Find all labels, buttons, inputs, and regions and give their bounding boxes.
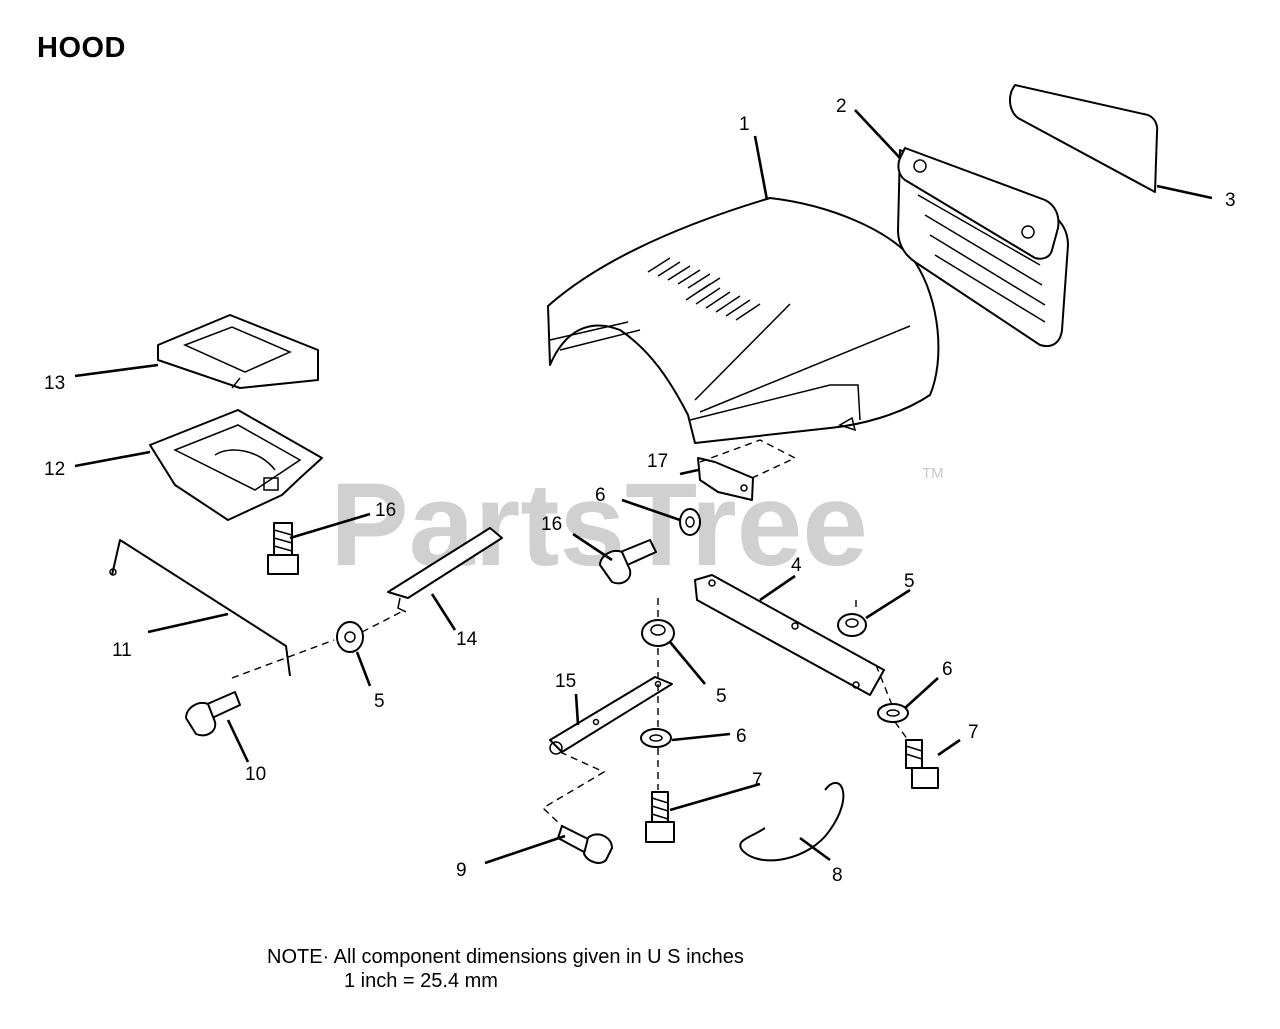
callout-5a: 5 bbox=[374, 691, 385, 712]
callout-6a: 6 bbox=[595, 485, 606, 506]
part-plate-4 bbox=[694, 574, 885, 696]
callout-7b: 7 bbox=[968, 722, 979, 743]
callout-6b: 6 bbox=[736, 726, 747, 747]
diagram-title: HOOD bbox=[37, 32, 126, 64]
note-line-1: NOTE· All component dimensions given in … bbox=[267, 946, 744, 968]
part-tray bbox=[149, 409, 323, 521]
part-nut-b bbox=[641, 619, 675, 647]
part-bolt-7b bbox=[905, 739, 939, 789]
callout-11: 11 bbox=[112, 640, 132, 661]
part-emblem-plate bbox=[1009, 84, 1159, 193]
callout-4: 4 bbox=[791, 555, 802, 576]
callout-7a: 7 bbox=[752, 770, 763, 791]
leader-lines bbox=[74, 109, 1213, 865]
callout-6c: 6 bbox=[942, 659, 953, 680]
callout-14: 14 bbox=[456, 629, 478, 650]
part-bolt-9 bbox=[557, 825, 613, 864]
callout-13: 13 bbox=[44, 373, 65, 394]
callout-9: 9 bbox=[456, 860, 467, 881]
callout-labels: 1 2 3 4 5 5 5 6 6 6 7 7 8 9 10 11 12 13 … bbox=[44, 96, 1236, 886]
assembly-lines bbox=[231, 439, 909, 827]
part-grille bbox=[897, 147, 1069, 348]
part-washer-c bbox=[877, 703, 909, 723]
part-bracket-14 bbox=[387, 527, 503, 613]
hood-vents bbox=[647, 257, 761, 321]
callout-5c: 5 bbox=[904, 571, 915, 592]
part-nut-c bbox=[837, 613, 867, 637]
callout-12: 12 bbox=[44, 459, 65, 480]
callout-8: 8 bbox=[832, 865, 843, 886]
part-washer-b bbox=[640, 728, 672, 748]
part-rod bbox=[111, 539, 291, 677]
note-line-2: 1 inch = 25.4 mm bbox=[344, 970, 498, 992]
callout-1: 1 bbox=[739, 114, 750, 135]
callout-2: 2 bbox=[836, 96, 847, 117]
trademark-mark: TM bbox=[922, 465, 944, 482]
part-bolt-10 bbox=[185, 691, 241, 737]
callout-15: 15 bbox=[555, 671, 576, 692]
part-spring-pin bbox=[739, 782, 845, 862]
part-seal bbox=[157, 314, 319, 389]
callout-5b: 5 bbox=[716, 686, 727, 707]
part-nut-a bbox=[336, 621, 364, 653]
callout-10: 10 bbox=[245, 764, 266, 785]
part-clip-17 bbox=[697, 457, 754, 501]
part-bolt-7a bbox=[645, 791, 675, 843]
part-bolt-16b bbox=[599, 539, 657, 585]
part-hood bbox=[547, 197, 940, 444]
part-washer-a bbox=[679, 508, 701, 536]
callout-16b: 16 bbox=[541, 514, 562, 535]
dimensions-note: NOTE· All component dimensions given in … bbox=[267, 945, 744, 993]
part-bolt-16a bbox=[267, 522, 299, 575]
callout-3: 3 bbox=[1225, 190, 1236, 211]
callout-17: 17 bbox=[647, 451, 668, 472]
watermark-text: PartsTree bbox=[330, 459, 868, 591]
callout-16a: 16 bbox=[375, 500, 396, 521]
part-strap-15 bbox=[549, 676, 673, 755]
